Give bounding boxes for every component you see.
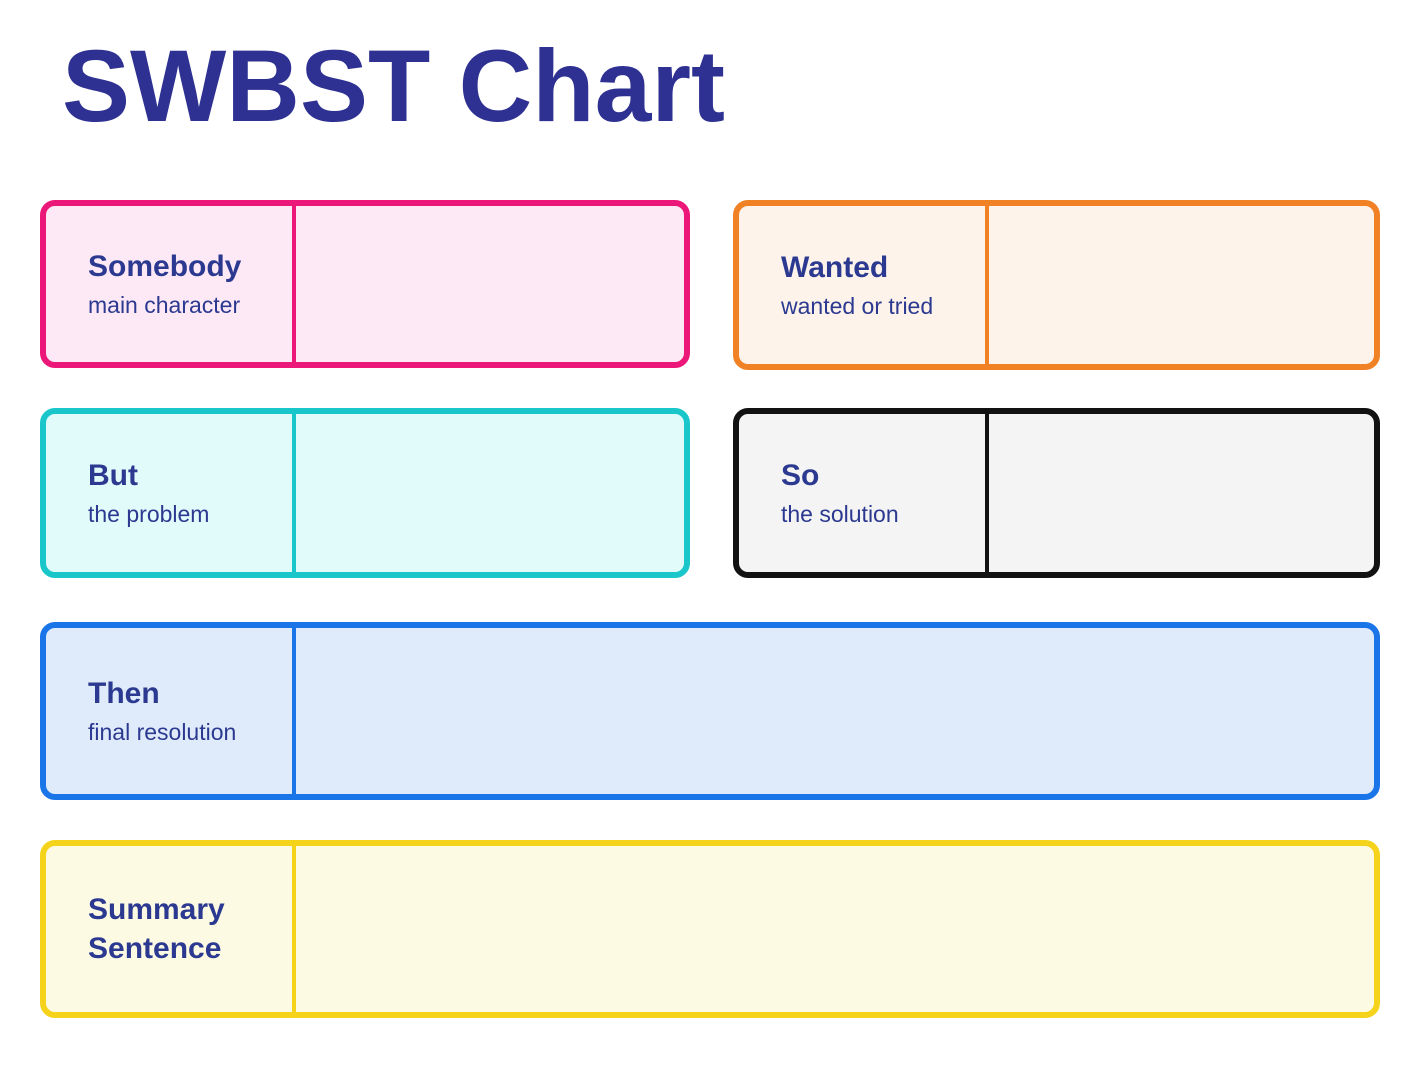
box-label-cell: Wanted wanted or tried <box>739 206 985 364</box>
box-label-cell: Then final resolution <box>46 628 292 794</box>
box-sublabel-but: the problem <box>88 500 210 527</box>
box-divider-then <box>292 628 296 794</box>
box-label-cell: So the solution <box>739 414 985 572</box>
box-write-area-summary[interactable] <box>296 846 1374 1012</box>
box-write-area-but[interactable] <box>296 414 684 572</box>
page-title: SWBST Chart <box>62 29 725 143</box>
box-divider-so <box>985 414 989 572</box>
box-divider-but <box>292 414 296 572</box>
box-label-so: So <box>781 458 820 492</box>
box-write-area-so[interactable] <box>989 414 1374 572</box>
box-label-wanted: Wanted <box>781 250 889 284</box>
box-sublabel-then: final resolution <box>88 718 237 745</box>
box-sublabel-somebody: main character <box>88 291 241 318</box>
box-label-cell: But the problem <box>46 414 292 572</box>
box-label-summary: Summary Sentence <box>88 893 225 965</box>
swbst-box-wanted: Wanted wanted or tried <box>733 200 1380 370</box>
swbst-box-somebody: Somebody main character <box>40 200 690 368</box>
box-label-somebody: Somebody <box>88 249 242 283</box>
box-label-cell: Summary Sentence <box>46 846 292 1012</box>
box-sublabel-wanted: wanted or tried <box>781 292 934 319</box>
box-label-but: But <box>88 458 138 492</box>
box-divider-wanted <box>985 206 989 364</box>
box-label-then: Then <box>88 676 160 710</box>
box-write-area-somebody[interactable] <box>296 206 684 362</box>
box-label-cell: Somebody main character <box>46 206 292 362</box>
box-write-area-wanted[interactable] <box>989 206 1374 364</box>
swbst-box-but: But the problem <box>40 408 690 578</box>
swbst-box-then: Then final resolution <box>40 622 1380 800</box>
box-write-area-then[interactable] <box>296 628 1374 794</box>
box-divider-somebody <box>292 206 296 362</box>
swbst-box-summary: Summary Sentence <box>40 840 1380 1018</box>
swbst-box-so: So the solution <box>733 408 1380 578</box>
box-sublabel-so: the solution <box>781 500 899 527</box>
box-divider-summary <box>292 846 296 1012</box>
